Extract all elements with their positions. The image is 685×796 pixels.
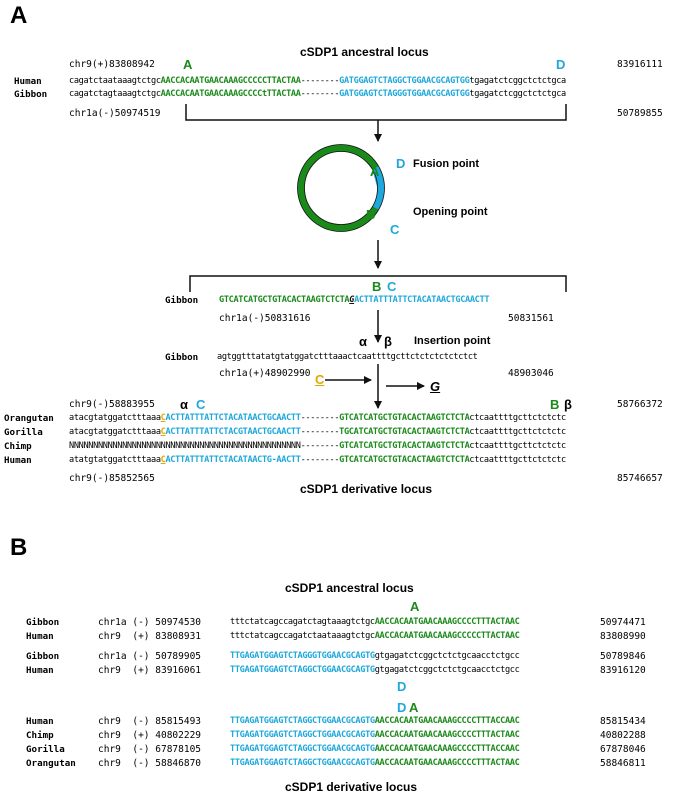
seq-human-derivative: atatgtatggatctttaaaCACTTATTTATTCTACATAAC… — [69, 455, 566, 465]
panel-b-derivative-title: cSDP1 derivative locus — [285, 780, 418, 794]
c-substitution-letter: C — [315, 372, 325, 387]
species-human-ancestral: Human — [14, 76, 42, 87]
b-end-gorilla-da: 67878046 — [600, 744, 646, 755]
panel-b-letter-d: D — [397, 679, 407, 694]
coord-insertion-start: chr1a(+)48902990 — [219, 368, 311, 379]
coord-human-end: 83916111 — [617, 59, 663, 70]
panel-b-label: B — [10, 534, 28, 561]
species-gibbon-opened: Gibbon — [165, 295, 199, 306]
ancestral-locus-title: cSDP1 ancestral locus — [300, 45, 429, 59]
circle-blue-arc — [372, 166, 385, 210]
alpha-insertion: α — [359, 334, 367, 349]
coord-gibbon-end: 50789855 — [617, 108, 663, 119]
letter-a-top: A — [183, 57, 193, 72]
coord-opened-start: chr1a(-)50831616 — [219, 313, 311, 324]
coord-gibbon-start: chr1a(-)50974519 — [69, 108, 161, 119]
circle-letter-a: A — [370, 164, 380, 179]
seq-human-ancestral: cagatctaataaagtctgcAACCACAATGAACAAAGCCCC… — [69, 76, 566, 86]
panel-b-letter-da-a: A — [409, 700, 419, 715]
derivative-letter-b: B — [550, 397, 560, 412]
b-chr-gibbon-a: chr1a (-) 50974530 — [98, 617, 202, 628]
b-end-human-d: 83916120 — [600, 665, 646, 676]
species-gorilla-derivative: Gorilla — [4, 427, 43, 438]
species-chimp-derivative: Chimp — [4, 441, 32, 452]
b-chr-human-d: chr9 (+) 83916061 — [98, 665, 202, 676]
beta-insertion: β — [384, 334, 392, 349]
opening-point-label: Opening point — [413, 206, 488, 218]
coord-insertion-end: 48903046 — [508, 368, 554, 379]
species-gibbon-insertion: Gibbon — [165, 352, 199, 363]
b-seq-human-a: tttctatcagccagatctaataaagtctgcAACCACAATG… — [230, 631, 520, 641]
circle-letter-c: C — [390, 222, 400, 237]
b-end-gibbon-a: 50974471 — [600, 617, 646, 628]
b-chr-gibbon-d: chr1a (-) 50789905 — [98, 651, 202, 662]
b-chr-orangutan-da: chr9 (-) 58846870 — [98, 758, 202, 769]
seq-chimp-derivative: NNNNNNNNNNNNNNNNNNNNNNNNNNNNNNNNNNNNNNNN… — [69, 441, 566, 451]
b-chr-human-a: chr9 (+) 83808931 — [98, 631, 202, 642]
panel-a-label: A — [10, 2, 28, 29]
circle-letter-d: D — [396, 156, 406, 171]
coord-human-start: chr9(+)83808942 — [69, 59, 155, 70]
b-species-human-da: Human — [26, 716, 54, 727]
species-gibbon-ancestral: Gibbon — [14, 89, 48, 100]
b-seq-human-d: TTGAGATGGAGTCTAGGCTGGAACGCAGTGgtgagatctc… — [230, 665, 520, 675]
fusion-point-label: Fusion point — [413, 158, 479, 170]
seq-gorilla-derivative: atacgtatggatctttaaaCACTTATTTATTCTACGTAAC… — [69, 427, 566, 437]
b-seq-gorilla-da: TTGAGATGGAGTCTAGGCTGGAACGCAGTGAACCACAATG… — [230, 744, 520, 754]
seq-gibbon-insertion: agtggtttatatgtatggatctttaaactcaattttgctt… — [217, 352, 478, 362]
coord-derivative-top-start: chr9(-)58883955 — [69, 399, 155, 410]
circle-inner-line — [304, 151, 378, 225]
seq-gibbon-opened: GTCATCATGCTGTACACTAAGTCTCTAGACTTATTTATTC… — [219, 295, 490, 305]
coord-derivative-top-end: 58766372 — [617, 399, 663, 410]
b-species-human-d: Human — [26, 665, 54, 676]
b-species-gibbon-d: Gibbon — [26, 651, 60, 662]
b-end-orangutan-da: 58846811 — [600, 758, 646, 769]
opened-letter-b: B — [372, 279, 382, 294]
b-species-gibbon-a: Gibbon — [26, 617, 60, 628]
ancestral-bracket — [185, 104, 567, 121]
species-human-derivative: Human — [4, 455, 32, 466]
opened-bracket — [189, 275, 567, 292]
alpha-derivative: α — [180, 397, 188, 412]
b-seq-human-da: TTGAGATGGAGTCTAGGCTGGAACGCAGTGAACCACAATG… — [230, 716, 520, 726]
species-orangutan-derivative: Orangutan — [4, 413, 54, 424]
beta-derivative: β — [564, 397, 572, 412]
letter-d-top: D — [556, 57, 566, 72]
b-seq-chimp-da: TTGAGATGGAGTCTAGGCTGGAACGCAGTGAACCACAATG… — [230, 730, 520, 740]
b-seq-orangutan-da: TTGAGATGGAGTCTAGGCTGGAACGCAGTGAACCACAATG… — [230, 758, 520, 768]
panel-b-letter-da-d: D — [397, 700, 407, 715]
b-end-chimp-da: 40802288 — [600, 730, 646, 741]
b-seq-gibbon-d: TTGAGATGGAGTCTAGGGTGGAACGCAGTGgtgagatctc… — [230, 651, 520, 661]
b-end-human-da: 85815434 — [600, 716, 646, 727]
b-seq-gibbon-a: tttctatcagccagatctagtaaagtctgcAACCACAATG… — [230, 617, 520, 627]
opened-letter-c: C — [387, 279, 397, 294]
b-species-human-a: Human — [26, 631, 54, 642]
g-substitution-letter: G — [430, 379, 441, 394]
coord-derivative-bottom-start: chr9(-)85852565 — [69, 473, 155, 484]
b-species-gorilla-da: Gorilla — [26, 744, 65, 755]
panel-b-letter-a: A — [410, 599, 420, 614]
seq-gibbon-ancestral: cagatctagtaaagtctgcAACCACAATGAACAAAGCCCC… — [69, 89, 566, 99]
circle-outer-line — [297, 144, 385, 232]
b-species-orangutan-da: Orangutan — [26, 758, 76, 769]
b-chr-gorilla-da: chr9 (-) 67878105 — [98, 744, 202, 755]
b-species-chimp-da: Chimp — [26, 730, 54, 741]
b-chr-human-da: chr9 (-) 85815493 — [98, 716, 202, 727]
circle-letter-b: B — [366, 207, 376, 222]
panel-b-ancestral-title: cSDP1 ancestral locus — [285, 581, 414, 595]
derivative-locus-title: cSDP1 derivative locus — [300, 482, 433, 496]
b-end-gibbon-d: 50789846 — [600, 651, 646, 662]
derivative-letter-c: C — [196, 397, 206, 412]
b-end-human-a: 83808990 — [600, 631, 646, 642]
coord-derivative-bottom-end: 85746657 — [617, 473, 663, 484]
coord-opened-end: 50831561 — [508, 313, 554, 324]
b-chr-chimp-da: chr9 (+) 40802229 — [98, 730, 202, 741]
seq-orangutan-derivative: atacgtatggatctttaaaCACTTATTTATTCTACATAAC… — [69, 413, 566, 423]
insertion-point-label: Insertion point — [414, 335, 491, 347]
